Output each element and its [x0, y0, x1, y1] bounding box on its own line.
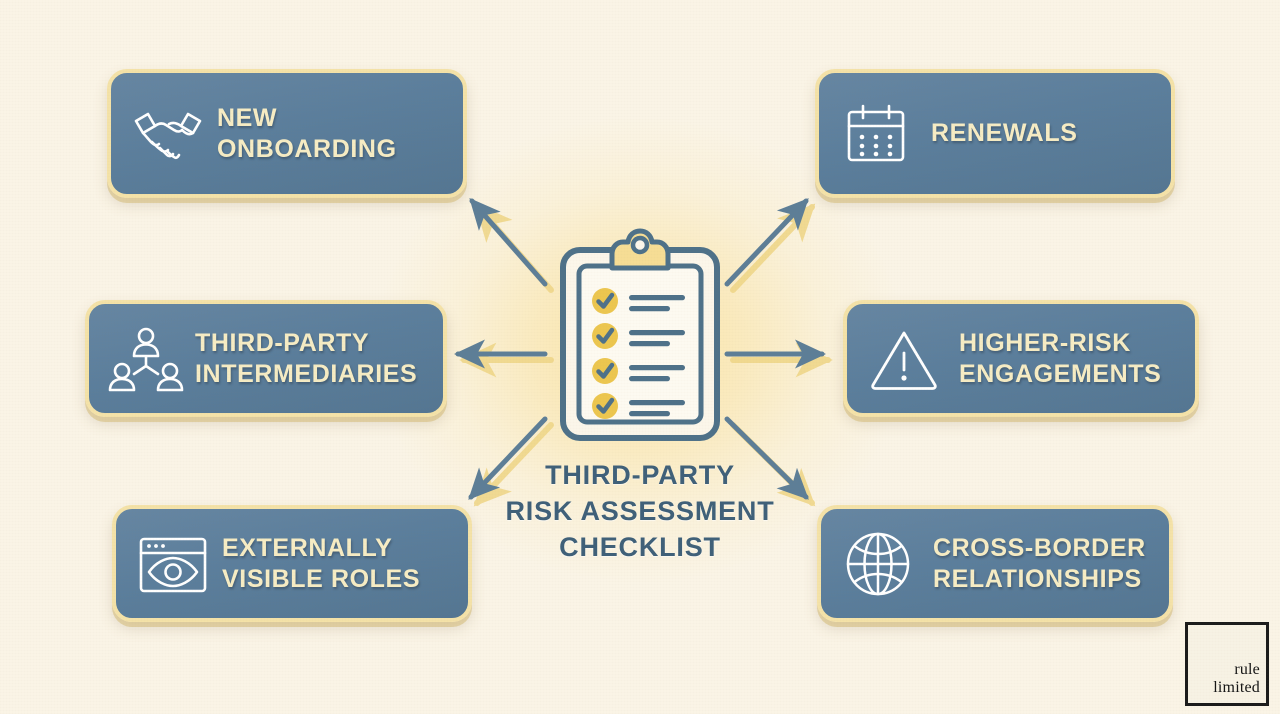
logo-line-2: limited: [1213, 679, 1260, 696]
center-cluster: THIRD-PARTY RISK ASSESSMENT CHECKLIST: [440, 228, 840, 568]
logo-line-1: rule: [1234, 661, 1260, 678]
center-title: THIRD-PARTY RISK ASSESSMENT CHECKLIST: [505, 460, 775, 562]
logo-rule-limited: rule limited: [1185, 622, 1269, 706]
card-new-onboarding[interactable]: NEW ONBOARDING: [107, 69, 467, 198]
card-label: RENEWALS: [931, 119, 1078, 148]
card-label: THIRD-PARTY INTERMEDIARIES: [195, 329, 418, 388]
card-renewals[interactable]: RENEWALS: [815, 69, 1175, 198]
people-network-icon: [108, 322, 184, 396]
calendar-icon: [839, 97, 913, 171]
card-label: HIGHER-RISK ENGAGEMENTS: [959, 329, 1162, 388]
card-label: EXTERNALLY VISIBLE ROLES: [222, 534, 421, 593]
browser-eye-icon: [136, 527, 210, 601]
handshake-icon: [131, 97, 205, 171]
card-higher-risk[interactable]: HIGHER-RISK ENGAGEMENTS: [843, 300, 1199, 417]
globe-icon: [841, 527, 915, 601]
card-intermediaries[interactable]: THIRD-PARTY INTERMEDIARIES: [85, 300, 447, 417]
card-label: NEW ONBOARDING: [217, 104, 397, 163]
card-external-roles[interactable]: EXTERNALLY VISIBLE ROLES: [112, 505, 472, 622]
warning-triangle-icon: [867, 322, 941, 396]
card-label: CROSS-BORDER RELATIONSHIPS: [933, 534, 1146, 593]
clipboard-checklist-icon: [557, 228, 723, 444]
card-cross-border[interactable]: CROSS-BORDER RELATIONSHIPS: [817, 505, 1173, 622]
